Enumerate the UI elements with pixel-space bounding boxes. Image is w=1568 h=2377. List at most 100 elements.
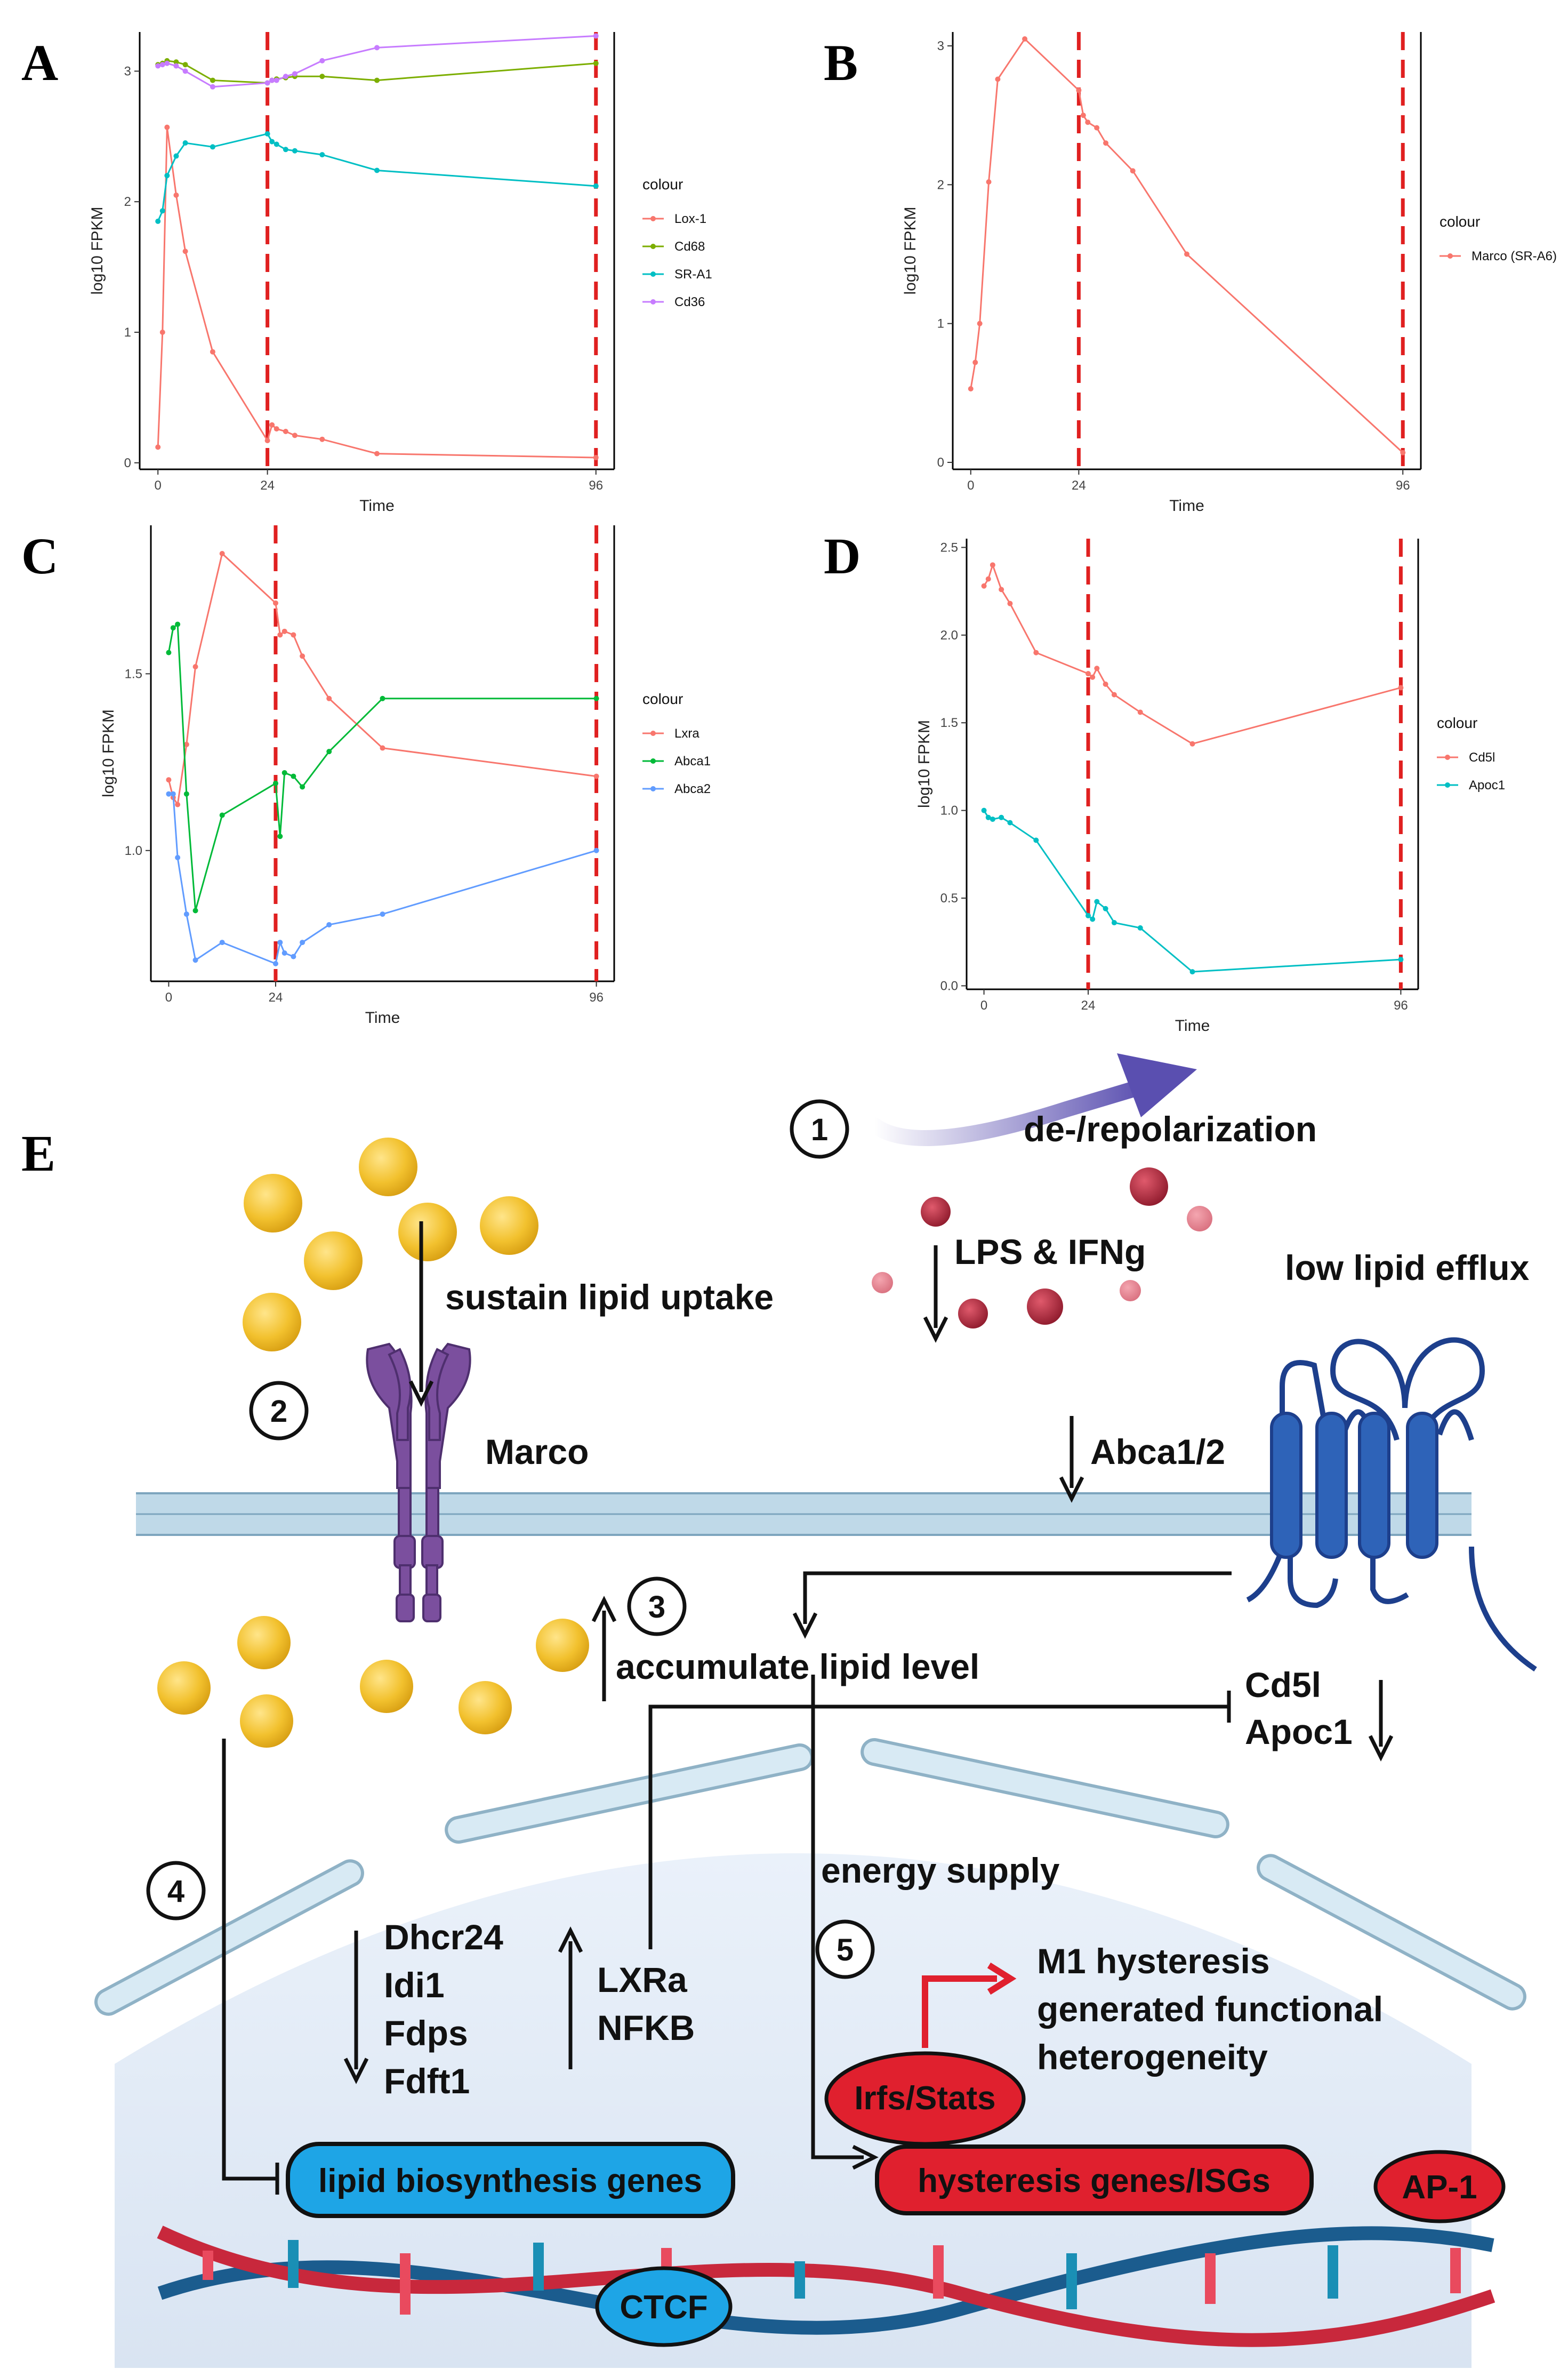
panel-c-series-1-point [291,773,296,779]
label-low-lipid-efflux: low lipid efflux [1285,1248,1530,1287]
panel-a-series-0-point [164,124,170,130]
panel-b-x-tick-label: 0 [967,478,974,493]
panel-a-series-0-point [319,436,325,442]
panel-letter-c: C [21,527,58,585]
panel-c-series-1-point [219,812,225,818]
panel-letter-b: B [824,34,858,91]
panel-d-series-1-point [1137,925,1143,931]
panel-c-series-1-point [183,791,189,797]
panel-d-series-0-point [1398,685,1404,691]
panel-d-y-tick-label: 1.5 [940,716,958,730]
panel-c-legend-key-point-1 [650,758,656,764]
panel-c-series-1-point [282,770,287,775]
panel-a-series-0-point [159,329,165,335]
panel-a-series-3-point [264,80,270,86]
panel-b-series-0-point [977,321,983,326]
panel-c-series-0-point [300,653,305,659]
panel-a-y-tick-label: 2 [124,195,131,209]
panel-b-series-0-point [1085,119,1091,125]
panel-c-series-0-point [272,600,278,606]
label-abca12: Abca1/2 [1090,1432,1225,1471]
panel-d-series-1-line [983,810,1401,973]
panel-d-legend-key-point-1 [1445,782,1450,788]
step-markers: 1 2 3 4 5 [146,1099,875,1979]
label-dhcr24: Dhcr24 [384,1917,503,1957]
panel-a-series-2-point [210,144,215,150]
panel-a-series-0-point [182,249,188,254]
panel-a-series-2-point [319,152,325,158]
step-4: 4 [146,1861,206,1920]
panel-b-x-axis-title: Time [1169,497,1204,515]
panel-a-legend-key-point-2 [650,271,656,277]
panel-c-y-tick-label: 1.0 [125,844,142,858]
panel-d-y-tick-label: 0.0 [940,979,958,993]
label-lxra: LXRa [597,1960,688,1999]
panel-b-legend-key-point-0 [1448,253,1453,259]
panel-a-legend-label-1: Cd68 [674,239,705,254]
panel-a-series-1-point [374,77,380,83]
panel-a-legend-key-point-0 [650,216,656,221]
panel-b-series-0-point [1076,87,1082,93]
repolarization-arrow-head [1117,1053,1197,1117]
panel-a-series-2-point [292,148,297,154]
panel-a-x-tick-label: 0 [155,478,162,493]
panel-a-series-2-point [173,153,179,159]
panel-c-series-2-point [277,940,283,946]
label-accumulate-lipid: accumulate lipid level [616,1647,979,1686]
panel-d-series-0-point [1033,650,1039,655]
panel-a-legend-title: colour [642,176,683,193]
panel-a-y-tick-label: 0 [124,456,131,470]
abca-transporter [1246,1337,1537,1672]
svg-text:2: 2 [270,1394,287,1429]
svg-text:1: 1 [811,1113,828,1147]
panel-b-series-0-point [1130,168,1136,174]
panel-d-x-tick-label: 0 [980,998,987,1013]
panel-a-legend-key-point-1 [650,244,656,249]
repolarization-arrow [866,1077,1154,1146]
panel-a-series-2-point [164,173,170,179]
svg-text:hysteresis genes/ISGs: hysteresis genes/ISGs [918,2163,1271,2199]
svg-text:AP-1: AP-1 [1402,2169,1477,2206]
panel-a-series-3-point [159,62,165,68]
panel-d-series-1-point [981,807,987,813]
panel-d-series-0-point [1094,666,1100,671]
label-apoc1: Apoc1 [1245,1712,1353,1751]
panel-a-series-2-point [283,147,288,153]
panel-d-series-1-point [985,814,991,820]
panel-c-series-0-point [593,773,599,779]
panel-a-legend-key-point-3 [650,299,656,305]
panel-c-series-2-line [168,793,597,965]
panel-c-series-1-point [166,650,172,655]
panel-c-series-0-point [175,802,181,807]
panel-a-series-3-point [274,77,279,83]
panel-c-y-tick-label: 1.5 [125,667,142,681]
panel-c-series-0-point [183,741,189,747]
panel-a-series-0-point [593,454,599,460]
pill-irfs-stats: Irfs/Stats [824,2051,1026,2146]
panel-a-series-3-point [155,63,161,69]
panel-c-x-axis-title: Time [365,1009,400,1027]
panel-c-series-2-point [192,957,198,963]
panel-a-y-tick-label: 1 [124,325,131,340]
panel-a-series-3-point [593,33,599,39]
panel-d-y-axis-title: log10 FPKM [915,720,933,808]
pill-hysteresis-genes: hysteresis genes/ISGs [875,2144,1314,2215]
panel-d-y-tick-label: 2.0 [940,628,958,643]
panel-letter-e: E [21,1125,55,1182]
panel-c-series-2-point [282,950,287,956]
panel-c-series-1-point [192,908,198,914]
pill-lipid-biosynthesis-genes: lipid biosynthesis genes [286,2142,735,2218]
panel-c-series-1-point [277,834,283,839]
panel-a-series-1-point [173,59,179,65]
panel-c-series-1-point [326,749,332,755]
marco-receptor [366,1342,471,1622]
panel-d-series-1-point [999,814,1004,820]
panel-d-series-0-point [999,587,1004,593]
svg-text:4: 4 [167,1874,184,1909]
panel-c-series-2-point [170,791,176,797]
panel-d-series-0-point [1085,671,1091,677]
label-fdft1: Fdft1 [384,2061,470,2101]
panel-a-y-axis-title: log10 FPKM [89,206,106,294]
panel-a-series-3-point [173,63,179,69]
panel-b-series-0-point [1080,113,1086,118]
